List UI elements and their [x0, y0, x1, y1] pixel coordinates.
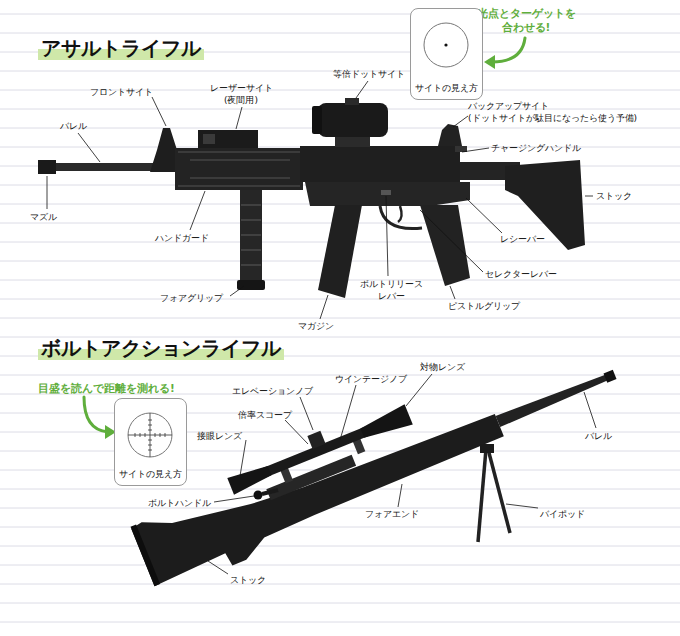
- part-label: フォアエンド: [365, 508, 419, 520]
- part-label: ピストルグリップ: [448, 300, 520, 312]
- part-label: ハンドガード: [155, 232, 209, 244]
- part-label: ボルトリリース レバー: [355, 278, 427, 302]
- part-label: ウインテージノブ: [335, 373, 407, 385]
- section-title: ボルトアクションライフル: [38, 336, 284, 360]
- sight-view-box: サイトの見え方: [114, 398, 187, 486]
- part-label: 対物レンズ: [420, 361, 465, 373]
- assault-rifle: [38, 98, 585, 298]
- part-label: バイポッド: [540, 508, 585, 520]
- part-label: フロントサイト: [90, 86, 153, 98]
- paper-lines: [0, 14, 680, 622]
- section-title: アサルトライフル: [38, 36, 204, 60]
- note-text: 光点とターゲットを 合わせる!: [470, 6, 582, 34]
- part-label: マズル: [30, 211, 57, 223]
- sight-view: [411, 9, 484, 71]
- note-text: 目盛を読んで距離を測れる!: [38, 381, 175, 395]
- part-label: ストック: [596, 190, 632, 202]
- part-label: ストック: [230, 574, 266, 586]
- box-caption: サイトの見え方: [115, 468, 186, 480]
- sight-view: [115, 399, 188, 461]
- part-label: 等倍ドットサイト: [333, 68, 405, 80]
- part-label: 接眼レンズ: [197, 430, 242, 442]
- part-label: レーザーサイト (夜間用): [205, 82, 277, 106]
- part-label: チャージングハンドル: [491, 142, 581, 154]
- part-label: バックアップサイト (ドットサイトが駄目になったら使う予備): [468, 100, 668, 124]
- part-label: フォアグリップ: [160, 292, 223, 304]
- part-label: バレル: [585, 430, 612, 442]
- part-label: セレクターレバー: [485, 268, 557, 280]
- part-label: ボルトハンドル: [148, 497, 211, 509]
- sight-view-box: サイトの見え方: [410, 8, 483, 100]
- part-label: エレベーションノブ: [232, 385, 313, 397]
- leader-line: [47, 81, 596, 574]
- part-label: マガジン: [298, 320, 334, 332]
- part-label: 倍率スコープ: [238, 409, 292, 421]
- box-caption: サイトの見え方: [411, 82, 482, 94]
- part-label: バレル: [60, 120, 87, 132]
- part-label: レシーバー: [500, 233, 545, 245]
- bolt-action-rifle: [124, 321, 628, 596]
